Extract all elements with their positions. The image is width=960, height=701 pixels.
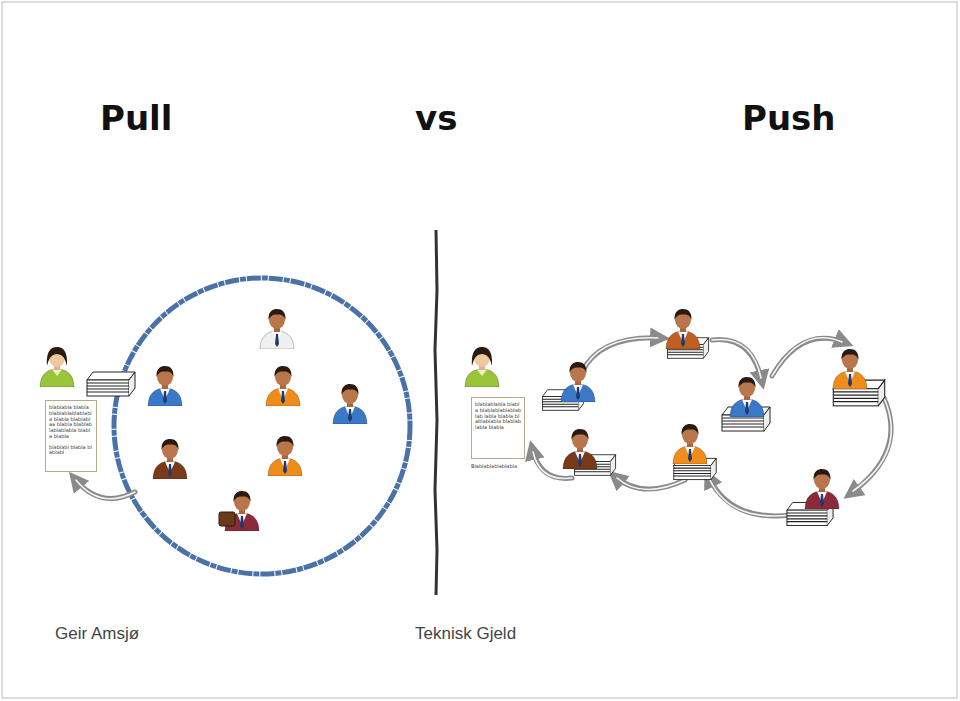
push-heading: Push xyxy=(742,98,836,138)
author-footer: Geir Amsjø xyxy=(55,624,139,644)
team-circle xyxy=(114,278,410,574)
document-sheet: blablabla blabla blablablablablabla blab… xyxy=(45,400,97,472)
document-sheet: blablablabla blabla blablablablablablab … xyxy=(471,397,525,470)
people-icons xyxy=(40,309,867,531)
vs-heading: vs xyxy=(415,98,457,138)
document-note: blablabl blabla blablabl xyxy=(49,445,93,457)
topic-footer: Teknisk Gjeld xyxy=(415,624,516,644)
document-text: blablablabla blabla blablablablablablab … xyxy=(471,397,525,459)
flow-arrows xyxy=(74,338,891,516)
document-note: Blablablablablabla xyxy=(471,464,525,470)
pull-heading: Pull xyxy=(100,98,172,138)
document-text: blablabla blabla blablablablablabla blab… xyxy=(49,405,93,440)
divider-line xyxy=(435,230,437,595)
paper-stacks xyxy=(87,338,885,526)
